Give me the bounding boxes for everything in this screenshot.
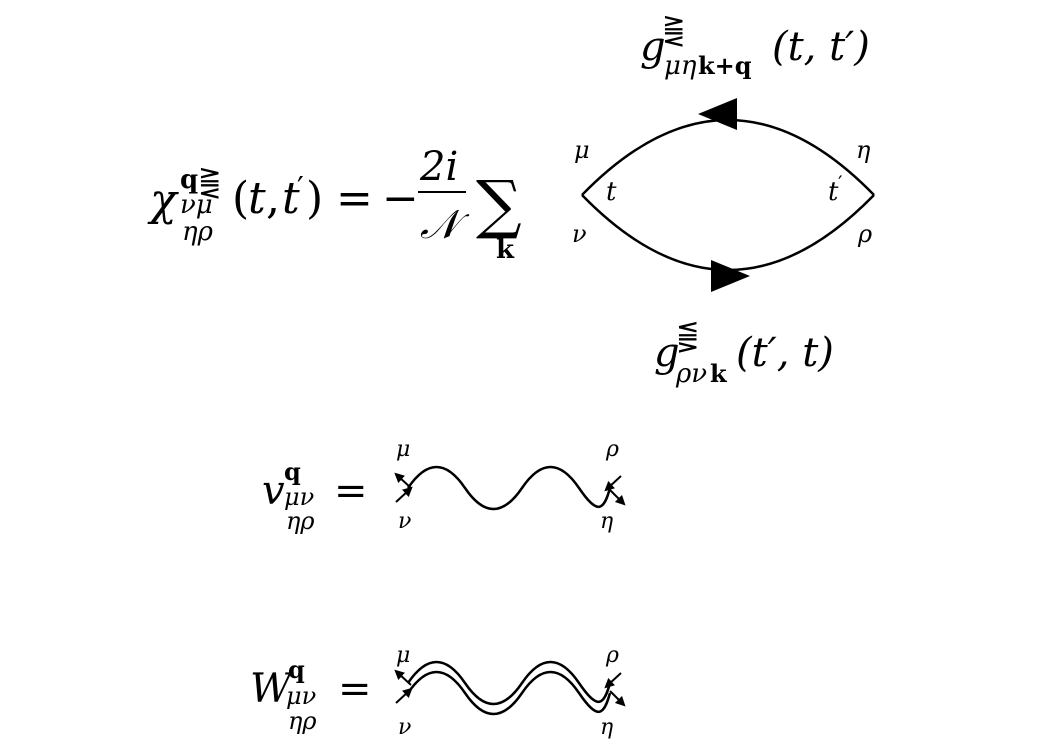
W-corner-top-left: μ — [396, 643, 410, 668]
v-right-upper-arrow-icon — [604, 475, 622, 492]
v-right-lower-arrow-icon — [609, 489, 626, 506]
g-top-arguments: (t, t′) — [772, 24, 870, 70]
v-corner-top-left: μ — [396, 437, 410, 462]
g-top-superscript: ⪌ — [662, 12, 685, 47]
vertex-time-t: t — [606, 177, 617, 207]
g-bottom-superscript: ⪋ — [676, 318, 699, 353]
fraction-numerator: 2i — [419, 144, 458, 190]
W-left-upper-arrow-icon — [394, 669, 412, 686]
chi-arg-prime: ′ — [297, 171, 304, 206]
screened-interaction-equation: W q μν ηρ = μ ν ρ η — [250, 643, 626, 740]
v-superscript-q: q — [284, 457, 301, 486]
fraction-denominator: 𝒩 — [420, 202, 470, 248]
vertex-label-rho: ρ — [857, 220, 872, 248]
W-right-lower-arrow-icon — [609, 690, 626, 707]
g-symbol-bottom: g — [654, 330, 680, 376]
chi-arg-t-prime-t: t — [282, 173, 300, 224]
chi-superscript-q: q — [180, 165, 198, 195]
upper-arrow-icon — [698, 98, 737, 130]
chi-subscript-eta-rho: ηρ — [182, 217, 214, 247]
equals-sign-3: = — [338, 666, 372, 712]
vertex-label-eta: η — [856, 136, 871, 164]
v-corner-bottom-left: ν — [398, 509, 411, 534]
W-corner-top-right: ρ — [605, 643, 619, 668]
v-symbol: v — [262, 468, 285, 514]
g-top-subscript-greek: μη — [664, 51, 697, 81]
chi-symbol: χ — [147, 175, 179, 226]
v-left-upper-arrow-icon — [394, 472, 412, 489]
v-corner-top-right: ρ — [605, 437, 619, 462]
minus-sign: − — [382, 173, 419, 224]
bubble-diagram: μ ν η ρ t t ′ g ⪌ μη k+q (t, t′) g ⪋ ρν … — [572, 12, 875, 389]
vertex-time-t-prime: t — [828, 177, 839, 207]
bare-interaction-equation: v q μν ηρ = μ ν ρ η — [262, 437, 626, 535]
W-corner-bottom-left: ν — [398, 715, 411, 740]
W-corner-bottom-right: η — [600, 715, 613, 740]
susceptibility-equation: χ q ⪌ νμ ηρ ( t , t ′ ) = − 2i 𝒩 ∑ k — [147, 144, 522, 265]
chi-arg-comma: , — [266, 173, 280, 224]
chi-superscript-greater-less: ⪌ — [198, 164, 221, 199]
chi-arg-t: t — [248, 173, 266, 224]
g-bottom-subscript-greek: ρν — [675, 359, 707, 389]
chi-args-open: ( — [232, 173, 249, 224]
g-bottom-subscript-momentum: k — [710, 359, 728, 388]
W-subscript-mu-nu: μν — [286, 682, 316, 710]
equals-sign-2: = — [334, 468, 368, 514]
sum-symbol: ∑ — [476, 168, 522, 242]
sum-index-k: k — [496, 235, 515, 265]
W-symbol: W — [250, 666, 294, 712]
W-left-lower-arrow-icon — [395, 687, 413, 704]
v-corner-bottom-right: η — [600, 509, 613, 534]
W-superscript-q: q — [288, 655, 305, 684]
g-symbol-top: g — [640, 24, 666, 70]
lower-propagator-label: g ⪋ ρν k (t′, t) — [654, 318, 834, 389]
vertex-time-prime-mark: ′ — [838, 171, 843, 195]
W-right-upper-arrow-icon — [604, 672, 622, 689]
chi-args-close: ) — [306, 173, 323, 224]
g-bottom-arguments: (t′, t) — [736, 330, 834, 376]
W-subscript-eta-rho: ηρ — [288, 707, 317, 735]
v-subscript-eta-rho: ηρ — [286, 507, 315, 535]
double-wavy-line-lower — [406, 670, 612, 716]
lower-arrow-icon — [711, 260, 750, 292]
vertex-label-nu: ν — [572, 220, 587, 248]
v-subscript-mu-nu: μν — [284, 483, 314, 511]
v-left-lower-arrow-icon — [395, 486, 413, 503]
single-wavy-line — [406, 465, 612, 511]
chi-subscript-nu-mu: νμ — [180, 190, 213, 220]
double-wavy-line-upper — [406, 660, 612, 706]
g-top-subscript-momentum: k+q — [698, 51, 752, 80]
equals-sign-1: = — [336, 173, 373, 224]
vertex-label-mu: μ — [574, 136, 590, 164]
upper-propagator-label: g ⪌ μη k+q (t, t′) — [640, 12, 870, 81]
